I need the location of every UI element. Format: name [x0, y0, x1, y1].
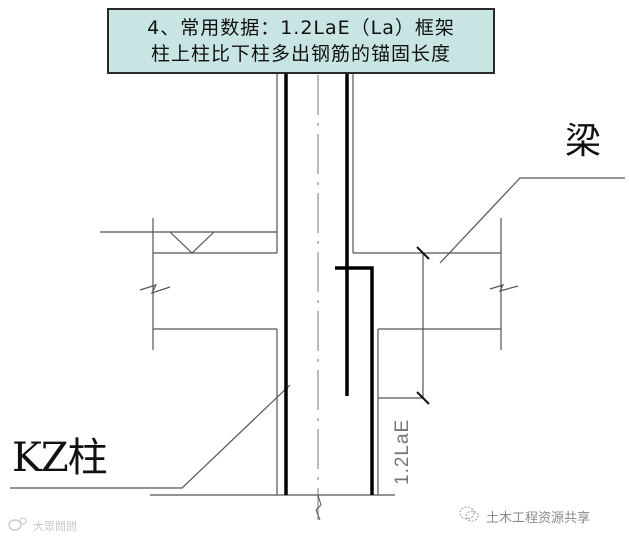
watermark-right: 土木工程资源共享 — [458, 505, 590, 527]
weibo-icon — [8, 517, 30, 534]
watermark-left-text: 大眾問問 — [33, 519, 77, 533]
break-mark-right — [489, 284, 519, 292]
wechat-icon — [458, 505, 480, 527]
watermark-left: 大眾問問 — [8, 517, 77, 534]
break-mark-left — [139, 284, 171, 295]
dimension-label: 1.2LaE — [392, 418, 413, 485]
column-label: KZ柱 — [12, 435, 108, 481]
leader-column — [10, 384, 291, 489]
break-mark-bottom — [315, 494, 322, 521]
title-line-1: 4、常用数据：1.2LaE（La）框架 — [147, 17, 455, 39]
elevation-triangle — [169, 231, 215, 254]
rebar-lower-right — [335, 266, 374, 495]
title-box: 4、常用数据：1.2LaE（La）框架 柱上柱比下柱多出钢筋的锚固长度 — [107, 8, 495, 74]
beam-label: 梁 — [565, 121, 602, 162]
dimension-tick-top — [416, 246, 430, 260]
title-line-2: 柱上柱比下柱多出钢筋的锚固长度 — [150, 43, 451, 65]
dimension-tick-bottom — [416, 391, 430, 405]
watermark-right-text: 土木工程资源共享 — [486, 510, 591, 526]
leader-beam — [439, 177, 625, 264]
